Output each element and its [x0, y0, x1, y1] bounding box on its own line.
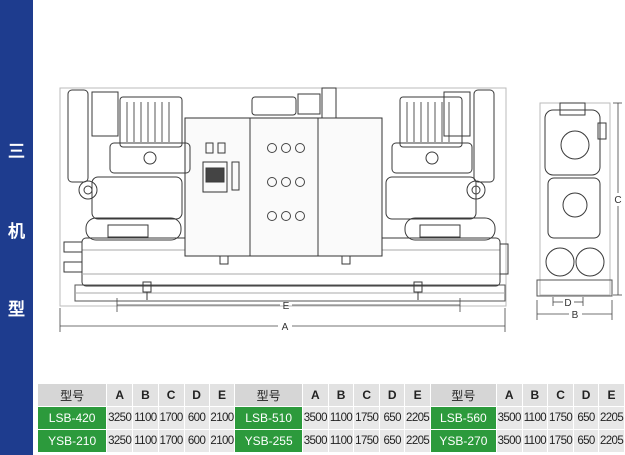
sidebar-char-2: 机	[8, 222, 25, 242]
front-view	[59, 87, 509, 307]
dim-cell: 1100	[521, 429, 549, 453]
unit-drawing: E A C D B	[59, 87, 622, 333]
dim-header: D	[379, 383, 406, 407]
dim-cell: 2205	[404, 406, 432, 430]
dim-cell: 1750	[547, 406, 574, 430]
dim-header: E	[208, 383, 236, 407]
side-dimensions	[536, 102, 622, 320]
dim-cell: 1700	[157, 406, 185, 430]
dim-cell: 3250	[106, 429, 134, 453]
front-dimensions	[59, 298, 506, 332]
table-header-row: 型号 A B C D E 型号 A B C D E 型号 A B C D E	[36, 383, 625, 407]
dim-cell: 3500	[301, 429, 329, 453]
dim-cell: 2205	[598, 406, 625, 430]
dim-cell: 1100	[521, 406, 549, 430]
dim-cell: 2100	[208, 429, 236, 453]
model-header: 型号	[36, 383, 108, 407]
model-cell: LSB-560	[430, 406, 497, 430]
dim-cell: 650	[572, 429, 600, 453]
dim-cell: 1750	[353, 406, 381, 430]
dim-cell: 650	[379, 429, 406, 453]
model-header: 型号	[234, 383, 303, 407]
dim-header: B	[327, 383, 355, 407]
dim-header: B	[132, 383, 159, 407]
model-header: 型号	[430, 383, 497, 407]
dim-header: E	[598, 383, 625, 407]
dim-cell: 600	[183, 429, 210, 453]
dim-cell: 1700	[157, 429, 185, 453]
table-row: LSB-420 3250 1100 1700 600 2100 LSB-510 …	[36, 406, 625, 430]
sidebar-char-3: 型	[8, 300, 25, 320]
dim-cell: 650	[572, 406, 600, 430]
sidebar-char-1: 三	[8, 142, 25, 162]
dimension-label-e: E	[283, 301, 290, 312]
dim-cell: 2205	[598, 429, 625, 453]
dimension-label-d: D	[564, 298, 571, 309]
dim-cell: 3500	[301, 406, 329, 430]
model-cell: YSB-210	[36, 429, 108, 453]
model-cell: YSB-255	[234, 429, 303, 453]
dimension-label-a: A	[282, 322, 289, 333]
side-view	[536, 102, 613, 297]
dim-header: D	[183, 383, 210, 407]
spec-table: 型号 A B C D E 型号 A B C D E 型号 A B C D E L…	[36, 383, 625, 453]
dim-cell: 1100	[327, 429, 355, 453]
dim-header: A	[495, 383, 523, 407]
dim-cell: 1100	[132, 429, 159, 453]
dimension-label-c: C	[614, 195, 621, 206]
model-cell: LSB-510	[234, 406, 303, 430]
dim-cell: 3250	[106, 406, 134, 430]
model-cell: LSB-420	[36, 406, 108, 430]
dim-header: D	[572, 383, 600, 407]
dim-header: C	[547, 383, 574, 407]
dim-cell: 1750	[353, 429, 381, 453]
dimension-label-b: B	[572, 310, 579, 321]
dim-header: E	[404, 383, 432, 407]
dim-header: A	[301, 383, 329, 407]
dim-header: C	[157, 383, 185, 407]
dim-header: C	[353, 383, 381, 407]
dim-cell: 600	[183, 406, 210, 430]
dim-cell: 1100	[132, 406, 159, 430]
dim-cell: 650	[379, 406, 406, 430]
dim-cell: 2205	[404, 429, 432, 453]
dim-cell: 2100	[208, 406, 236, 430]
dim-header: B	[521, 383, 549, 407]
dim-cell: 1100	[327, 406, 355, 430]
dim-cell: 1750	[547, 429, 574, 453]
dim-header: A	[106, 383, 134, 407]
sidebar: 三 机 型	[0, 0, 33, 455]
dim-cell: 3500	[495, 406, 523, 430]
dim-cell: 3500	[495, 429, 523, 453]
table-row: YSB-210 3250 1100 1700 600 2100 YSB-255 …	[36, 429, 625, 453]
model-cell: YSB-270	[430, 429, 497, 453]
